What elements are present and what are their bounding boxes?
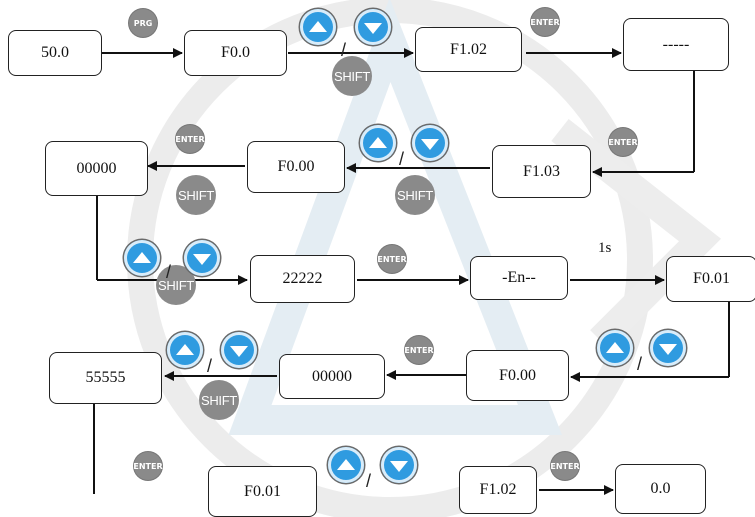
slash-separator: / bbox=[366, 471, 372, 491]
display-box-f00: F0.0 bbox=[184, 30, 287, 76]
shift-key-icon: SHIFT bbox=[199, 380, 239, 420]
up-arrow-key-icon bbox=[328, 447, 364, 483]
delay-label: 1s bbox=[598, 240, 612, 256]
enter-key-icon: ENTER bbox=[133, 452, 163, 480]
display-box-f001-right: F0.01 bbox=[666, 256, 755, 302]
display-box-f102: F1.02 bbox=[415, 27, 522, 72]
enter-key-icon: ENTER bbox=[175, 125, 205, 153]
shift-key-icon: SHIFT bbox=[156, 265, 196, 305]
display-box-55555: 55555 bbox=[49, 352, 162, 404]
slash-separator: / bbox=[166, 262, 172, 282]
shift-key-icon: SHIFT bbox=[332, 56, 372, 96]
display-box-f000-bottom: F0.00 bbox=[466, 350, 569, 401]
enter-key-icon: ENTER bbox=[404, 336, 434, 364]
slash-separator: / bbox=[637, 354, 643, 374]
enter-key-icon: ENTER bbox=[530, 8, 560, 36]
enter-key-icon: ENTER bbox=[608, 128, 638, 156]
display-box-dashes: ----- bbox=[623, 18, 729, 71]
shift-key-icon: SHIFT bbox=[395, 175, 435, 215]
display-box-f000-top: F0.00 bbox=[247, 141, 345, 193]
display-box-f102-bottom: F1.02 bbox=[459, 466, 537, 514]
enter-key-icon: ENTER bbox=[377, 245, 407, 273]
display-box-f001-bottom: F0.01 bbox=[208, 466, 317, 517]
up-arrow-key-icon bbox=[124, 240, 160, 276]
up-arrow-key-icon bbox=[360, 125, 396, 161]
display-box-f103: F1.03 bbox=[492, 145, 591, 198]
display-box-00000-bottom: 00000 bbox=[279, 354, 385, 399]
shift-key-icon: SHIFT bbox=[176, 175, 216, 215]
display-box-00000-top: 00000 bbox=[45, 141, 148, 196]
slash-separator: / bbox=[399, 149, 405, 169]
display-box-en: -En-- bbox=[470, 256, 568, 300]
down-arrow-key-icon bbox=[650, 330, 686, 366]
prg-key-icon: PRG bbox=[129, 9, 157, 37]
up-arrow-key-icon bbox=[167, 332, 203, 368]
display-box-00: 0.0 bbox=[615, 464, 706, 514]
slash-separator: / bbox=[207, 356, 213, 376]
down-arrow-key-icon bbox=[355, 9, 391, 45]
down-arrow-key-icon bbox=[221, 332, 257, 368]
slash-separator: / bbox=[341, 40, 347, 60]
up-arrow-key-icon bbox=[597, 330, 633, 366]
down-arrow-key-icon bbox=[184, 240, 220, 276]
down-arrow-key-icon bbox=[412, 125, 448, 161]
display-box-22222: 22222 bbox=[250, 255, 355, 303]
down-arrow-key-icon bbox=[381, 447, 417, 483]
up-arrow-key-icon bbox=[300, 9, 336, 45]
enter-key-icon: ENTER bbox=[550, 452, 580, 480]
display-box-50: 50.0 bbox=[8, 30, 102, 76]
